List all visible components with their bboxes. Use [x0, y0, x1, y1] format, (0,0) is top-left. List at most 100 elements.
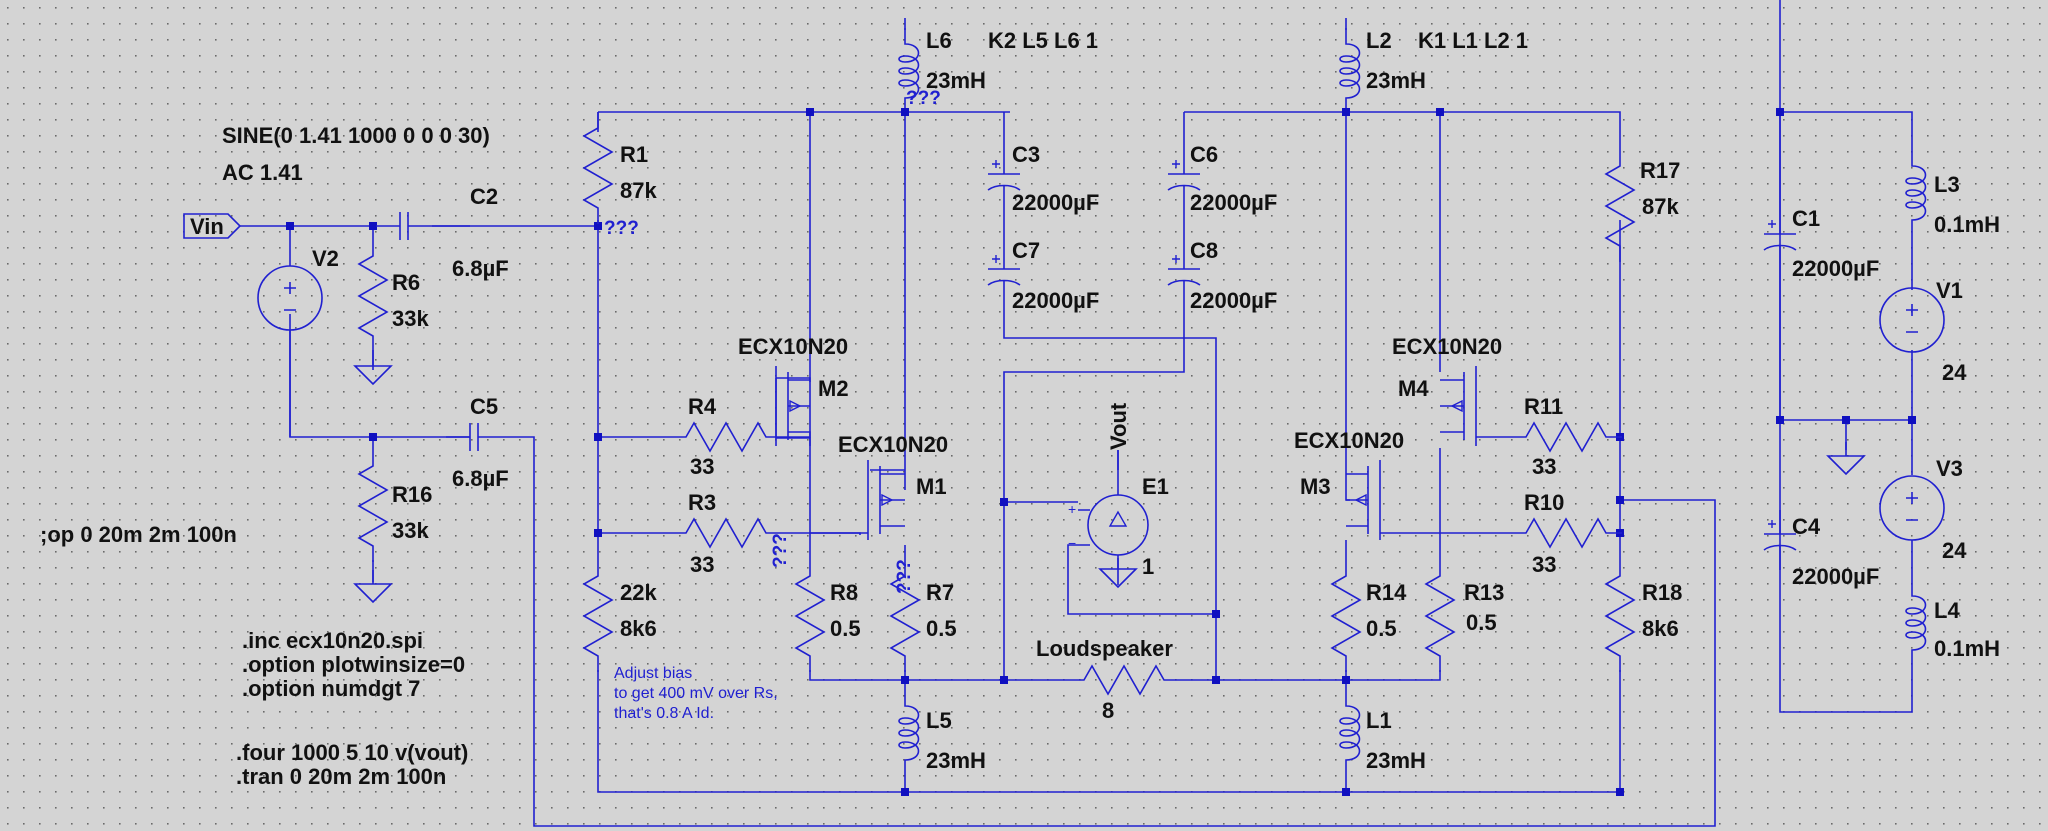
- svg-text:SINE(0 1.41 1000 0 0 0 30): SINE(0 1.41 1000 0 0 0 30): [222, 123, 490, 148]
- mosfet-m1[interactable]: ECX10N20 M1: [810, 432, 948, 540]
- mosfet-m3[interactable]: ECX10N20 M3: [1294, 428, 1404, 540]
- spice-directives[interactable]: ;op 0 20m 2m 100n .inc ecx10n20.spi .opt…: [40, 522, 468, 789]
- svg-text:1: 1: [1142, 554, 1154, 579]
- svg-text:33k: 33k: [392, 518, 429, 543]
- svg-text:C5: C5: [470, 394, 498, 419]
- capacitor-c8[interactable]: C8 22000µF: [1167, 238, 1277, 313]
- svg-text:R16: R16: [392, 482, 432, 507]
- svg-text:22000µF: 22000µF: [1012, 190, 1099, 215]
- resistor-r6[interactable]: R6 33k: [354, 239, 429, 385]
- svg-text:0.5: 0.5: [830, 616, 861, 641]
- svg-text:L5: L5: [926, 708, 952, 733]
- svg-text:C1: C1: [1792, 206, 1820, 231]
- svg-text:33: 33: [1532, 552, 1556, 577]
- svg-text:V2: V2: [312, 246, 339, 271]
- svg-text:22000µF: 22000µF: [1792, 564, 1879, 589]
- svg-text:8: 8: [1102, 698, 1114, 723]
- svg-text:R11: R11: [1524, 394, 1563, 419]
- svg-text:R3: R3: [688, 490, 716, 515]
- svg-text:C6: C6: [1190, 142, 1218, 167]
- capacitor-c5[interactable]: C5 6.8µF: [445, 394, 509, 491]
- supply-v1[interactable]: V1 24: [1879, 278, 1967, 385]
- loudspeaker-resistor[interactable]: Loudspeaker 8: [1036, 636, 1181, 723]
- svg-text:23mH: 23mH: [926, 68, 986, 93]
- inductor-l1[interactable]: L1 23mH: [1339, 689, 1426, 773]
- svg-text:L6: L6: [926, 28, 952, 53]
- supply-v3[interactable]: V3 24: [1879, 456, 1967, 563]
- mosfet-m2[interactable]: ECX10N20 M2: [738, 334, 849, 446]
- capacitor-c3[interactable]: C3 22000µF: [987, 142, 1099, 215]
- svg-text:M1: M1: [916, 474, 947, 499]
- svg-text:C8: C8: [1190, 238, 1218, 263]
- vin-port[interactable]: Vin: [183, 213, 242, 239]
- capacitor-c4[interactable]: C4 22000µF: [1763, 509, 1879, 589]
- svg-text:M3: M3: [1300, 474, 1331, 499]
- svg-text:R17: R17: [1640, 158, 1680, 183]
- svg-text:87k: 87k: [1642, 194, 1679, 219]
- capacitor-c2[interactable]: C2 6.8µF: [375, 184, 509, 281]
- svg-text:33k: 33k: [392, 306, 429, 331]
- vout-label[interactable]: Vout: [1106, 402, 1131, 450]
- resistor-r17[interactable]: R17 87k: [1605, 149, 1680, 263]
- resistor-r8[interactable]: R8 0.5 ???: [770, 533, 861, 673]
- resistor-r13[interactable]: R13 0.5: [1425, 559, 1504, 673]
- svg-text:R7: R7: [926, 580, 954, 605]
- svg-text:8k6: 8k6: [620, 616, 657, 641]
- capacitor-c7[interactable]: C7 22000µF: [987, 238, 1099, 313]
- svg-text:22000µF: 22000µF: [1012, 288, 1099, 313]
- resistor-r11[interactable]: R11 33: [1509, 394, 1623, 479]
- resistor-r14[interactable]: R14 0.5: [1331, 559, 1407, 673]
- svg-text:R4: R4: [688, 394, 717, 419]
- svg-text:.option numdgt 7: .option numdgt 7: [242, 676, 420, 701]
- svg-text:Vin: Vin: [190, 214, 224, 239]
- inductor-l6[interactable]: L6 23mH K2 L5 L6 1 ???: [898, 27, 1098, 109]
- svg-text:L3: L3: [1934, 172, 1960, 197]
- resistor-r3[interactable]: R3 33: [669, 490, 783, 577]
- resistor-r1[interactable]: R1 87k ???: [583, 111, 657, 239]
- resistor-r4[interactable]: R4 33: [669, 394, 783, 479]
- resistor-r10[interactable]: R10 33: [1509, 490, 1623, 577]
- svg-text:.four 1000 5 10 v(vout): .four 1000 5 10 v(vout): [236, 740, 468, 765]
- svg-text:L2: L2: [1366, 28, 1392, 53]
- capacitor-c6[interactable]: C6 22000µF: [1167, 142, 1277, 215]
- resistor-22k[interactable]: 22k 8k6: [583, 559, 657, 673]
- svg-text:???: ???: [604, 218, 639, 239]
- svg-text:V3: V3: [1936, 456, 1963, 481]
- resistor-r18[interactable]: R18 8k6: [1605, 559, 1682, 673]
- inductor-l4[interactable]: L4 0.1mH: [1905, 579, 2000, 661]
- svg-text:22000µF: 22000µF: [1190, 190, 1277, 215]
- svg-text:R1: R1: [620, 142, 648, 167]
- bias-comment: Adjust bias to get 400 mV over Rs, that'…: [614, 665, 778, 722]
- capacitor-c1[interactable]: C1 22000µF: [1763, 206, 1879, 281]
- svg-text:.inc ecx10n20.spi: .inc ecx10n20.spi: [242, 628, 423, 653]
- svg-text:R14: R14: [1366, 580, 1407, 605]
- svg-text:C2: C2: [470, 184, 498, 209]
- svg-text:C3: C3: [1012, 142, 1040, 167]
- amplifier-e1[interactable]: + − E1 1: [1068, 450, 1169, 588]
- svg-text:33: 33: [690, 552, 714, 577]
- resistor-r16[interactable]: R16 33k: [354, 449, 432, 603]
- resistor-r7[interactable]: R7 0.5 ???: [890, 559, 957, 673]
- svg-text:0.5: 0.5: [1366, 616, 1397, 641]
- svg-text:6.8µF: 6.8µF: [452, 466, 509, 491]
- svg-text:???: ???: [894, 559, 915, 594]
- svg-text:C7: C7: [1012, 238, 1040, 263]
- svg-text:Adjust bias: Adjust bias: [614, 665, 692, 682]
- svg-text:ECX10N20: ECX10N20: [1392, 334, 1502, 359]
- svg-text:23mH: 23mH: [926, 748, 986, 773]
- svg-text:V1: V1: [1936, 278, 1963, 303]
- svg-text:24: 24: [1942, 538, 1967, 563]
- mosfet-m4[interactable]: ECX10N20 M4: [1392, 334, 1502, 446]
- svg-text:22000µF: 22000µF: [1792, 256, 1879, 281]
- svg-text:R13: R13: [1464, 580, 1504, 605]
- inductor-l2[interactable]: L2 23mH K1 L1 L2 1: [1339, 27, 1528, 109]
- inductor-l3[interactable]: L3 0.1mH: [1905, 149, 2000, 237]
- svg-text:Vout: Vout: [1106, 402, 1131, 450]
- junctions: [286, 108, 1916, 796]
- inductor-l5[interactable]: L5 23mH: [898, 689, 986, 773]
- svg-text:33: 33: [1532, 454, 1556, 479]
- svg-text:24: 24: [1942, 360, 1967, 385]
- svg-text:???: ???: [770, 533, 791, 568]
- v2-source[interactable]: V2 SINE(0 1.41 1000 0 0 0 30) AC 1.41: [222, 123, 490, 437]
- svg-text:+: +: [1068, 501, 1076, 517]
